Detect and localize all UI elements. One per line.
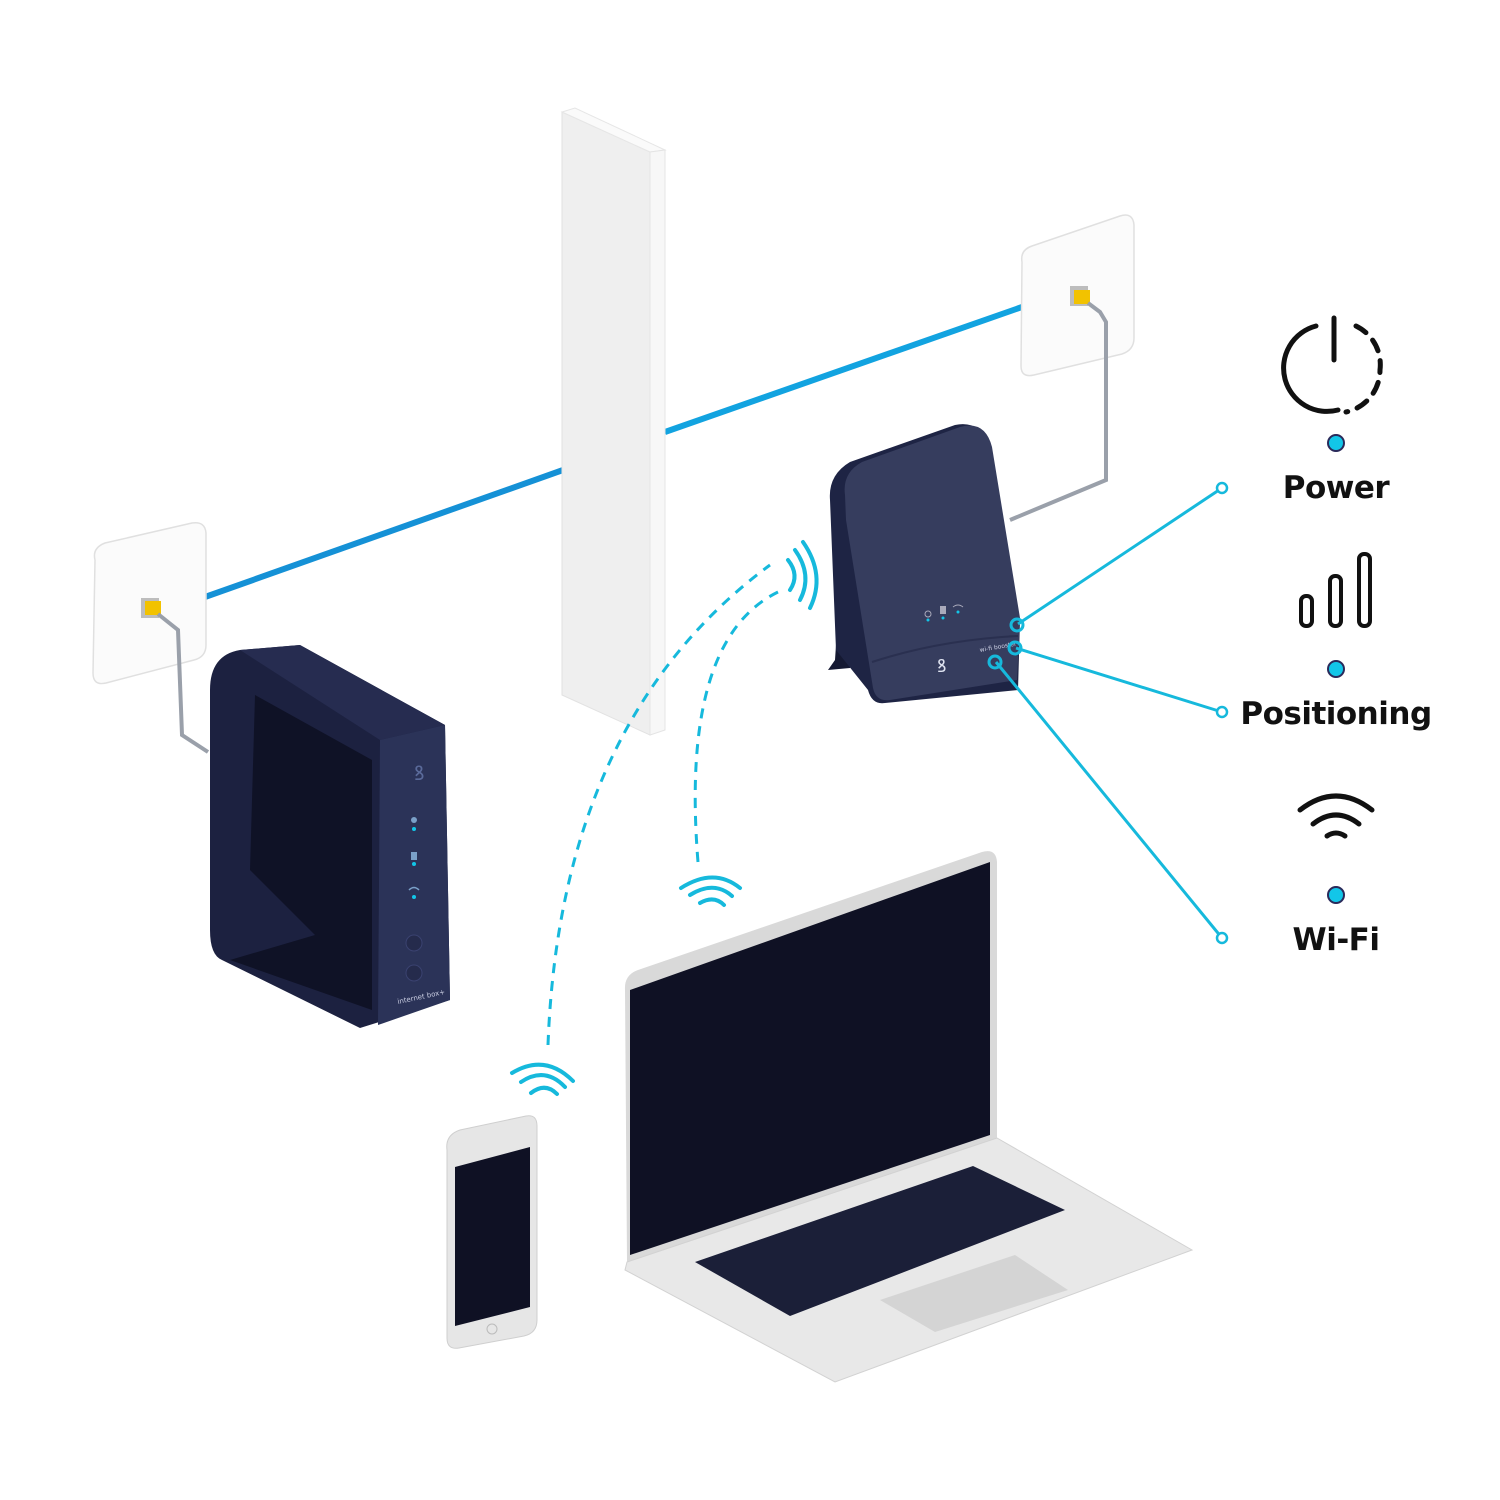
- wifi-button[interactable]: [405, 934, 423, 952]
- router-logo: ꝸ: [414, 761, 425, 785]
- booster-positioning-indicator: [940, 606, 946, 614]
- wifi-icon: [1297, 793, 1375, 839]
- callout-wifi: [994, 661, 1224, 939]
- wireless-links: [546, 563, 779, 1046]
- phone-indicator-icon: [411, 852, 417, 860]
- wall-cable-left: [203, 467, 565, 600]
- home-button[interactable]: [486, 1323, 498, 1335]
- positioning-led-dot: [1327, 660, 1345, 678]
- wifi-indicator-icon: [408, 886, 420, 891]
- wifi-booster: ꝸ wi-fi booster: [828, 424, 1020, 704]
- callout-positioning: [1015, 646, 1223, 714]
- internet-led: [412, 827, 416, 831]
- booster-logo: ꝸ: [937, 656, 946, 677]
- wall-pillar: [560, 107, 667, 736]
- ethernet-plug-right: [1074, 290, 1090, 304]
- wall-cable-right: [664, 304, 1023, 435]
- booster-wifi-waves: [786, 540, 819, 610]
- callout-power: [1017, 486, 1223, 626]
- internet-indicator-icon: [411, 817, 417, 823]
- smartphone: [446, 1115, 538, 1349]
- booster-cable: [1009, 301, 1108, 522]
- booster-wifi-indicator: [952, 604, 964, 608]
- booster-power-indicator: [924, 610, 932, 618]
- legend-label-wifi: Wi-Fi: [1292, 922, 1381, 958]
- wireless-link-phone: [546, 563, 771, 1046]
- laptop-screen: [630, 862, 990, 1255]
- legend-label-positioning: Positioning: [1240, 696, 1432, 732]
- laptop-wifi-waves: [679, 875, 742, 907]
- phone-screen: [455, 1147, 530, 1326]
- phone-wifi-waves: [510, 1062, 575, 1096]
- laptop-trackpad[interactable]: [880, 1255, 1068, 1332]
- wall-socket-left: [92, 521, 210, 754]
- wall-socket-right: [1009, 214, 1135, 522]
- callout-lines: [987, 481, 1229, 945]
- laptop: [624, 851, 1194, 1383]
- wps-button[interactable]: [405, 964, 423, 982]
- wifi-led: [412, 895, 416, 899]
- ethernet-plug-left: [145, 601, 161, 615]
- power-icon: [1281, 315, 1383, 415]
- power-led-dot: [1327, 434, 1345, 452]
- main-router: ꝸ internet box+: [210, 645, 450, 1028]
- laptop-keyboard: [695, 1166, 1065, 1316]
- wifi-led-dot: [1327, 886, 1345, 904]
- phone-led: [412, 862, 416, 866]
- router-cable: [156, 612, 210, 754]
- signal-bars-icon: [1299, 552, 1372, 628]
- wireless-link-laptop: [693, 590, 779, 863]
- legend-label-power: Power: [1282, 470, 1390, 506]
